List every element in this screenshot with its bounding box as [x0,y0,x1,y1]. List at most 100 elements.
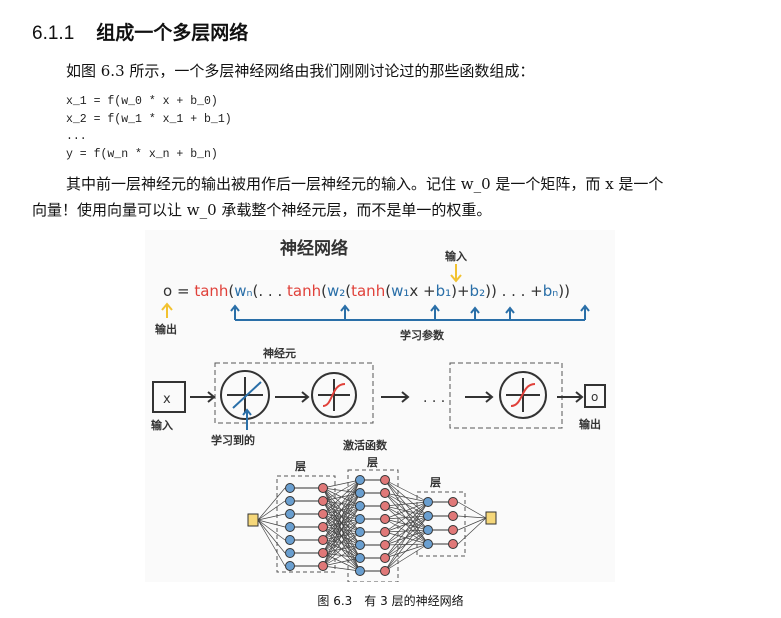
neuron-box [214,362,374,424]
network-node [380,527,390,537]
eq-tanh: tanh [194,282,228,300]
eq-w2: w₂ [327,282,345,300]
connection [257,513,286,521]
eq-plus: + [457,282,470,300]
connection [384,492,429,531]
connection [322,544,361,567]
network-output [485,511,497,525]
network-node [285,548,295,558]
paragraph: 如图 6.3 所示，一个多层神经网络由我们刚刚讨论过的那些函数组成： [66,62,535,80]
eq-wn: wₙ [234,282,252,300]
network-node [355,527,365,537]
network-node [285,522,295,532]
connection [322,479,361,567]
input-box [152,381,186,413]
layer-box [416,491,466,557]
connection [384,543,429,546]
eq-input-label: 输入 [445,249,467,263]
eq-x: x + [409,282,435,300]
connection [322,479,361,541]
connection [384,505,429,517]
params-bracket [230,304,590,321]
input-label: 输入 [151,418,173,432]
paragraph: 其中前一层神经元的输出被用作后一层神经元的输入。记住 w_0 是一个矩阵，而 x… [66,175,664,193]
layer-label: 层 [294,460,306,473]
connection [384,505,429,531]
network-node [355,475,365,485]
code-line: ... [66,130,87,143]
connection [257,519,286,567]
connection [384,529,429,533]
network-node [448,539,458,549]
network-node [380,566,390,576]
connection [384,518,429,531]
output-box [584,384,606,408]
connection [322,479,361,554]
network-node [285,535,295,545]
eq-tanh: tanh [287,282,321,300]
layered-network [247,469,497,582]
network-node [380,501,390,511]
layer-label: 层 [366,456,378,469]
connection [257,519,286,554]
connection [384,501,429,507]
eq-w1: w₁ [391,282,409,300]
network-node [285,509,295,519]
equation: o = tanh(wₙ(. . . tanh(w₂(tanh(w₁x +b₁)+… [163,282,570,300]
network-node [448,511,458,521]
network-node [423,525,433,535]
output-symbol: o [591,390,598,404]
connection [384,501,429,572]
connection [384,479,429,517]
figure-caption: 图 6.3 有 3 层的神经网络 [317,594,464,608]
connection [457,501,487,519]
network-node [380,488,390,498]
connection [322,557,361,567]
network-node [423,511,433,521]
eq-b2: b₂ [470,282,486,300]
connection [384,501,429,546]
connection [322,518,361,567]
network-node [355,488,365,498]
connection [384,515,429,520]
connection [384,531,429,545]
connection [384,501,429,559]
connection [457,517,487,531]
connection [384,479,429,503]
eq-bn: bₙ [543,282,559,300]
ellipsis: . . . [423,390,445,406]
eq-output: o [163,282,172,300]
network-node [285,483,295,493]
network-node [355,566,365,576]
output-label: 输出 [579,417,601,431]
network-node [285,561,295,571]
network-node [448,525,458,535]
neuron-label: 神经元 [263,346,296,360]
layer-box [347,469,399,582]
network-node [355,501,365,511]
connection [322,479,361,515]
network-node [380,540,390,550]
connection [384,515,429,533]
connection [384,529,429,546]
figure-title: 神经网络 [280,238,348,259]
connection [322,479,361,489]
tanh-curve-icon [322,383,346,407]
neuron-box [449,362,563,429]
section-title: 组成一个多层网络 [96,23,249,44]
connection [322,479,361,502]
input-arrow-icon [450,264,462,283]
paragraph: 向量！使用向量可以让 w_0 承载整个神经元层，而不是单一的权重。 [32,201,492,219]
code-line: y = f(w_n * x_n + b_n) [66,147,218,161]
eq-paren: ( [321,282,327,300]
connection [457,515,487,519]
network-node [448,497,458,507]
eq-tail: )) . . . + [485,282,543,300]
code-line: x_2 = f(w_1 * x_1 + b_1) [66,112,232,126]
connection [384,515,429,572]
network-node [423,539,433,549]
connection [384,501,429,520]
input-symbol: x [163,392,171,407]
eq-equals: = [177,282,190,300]
